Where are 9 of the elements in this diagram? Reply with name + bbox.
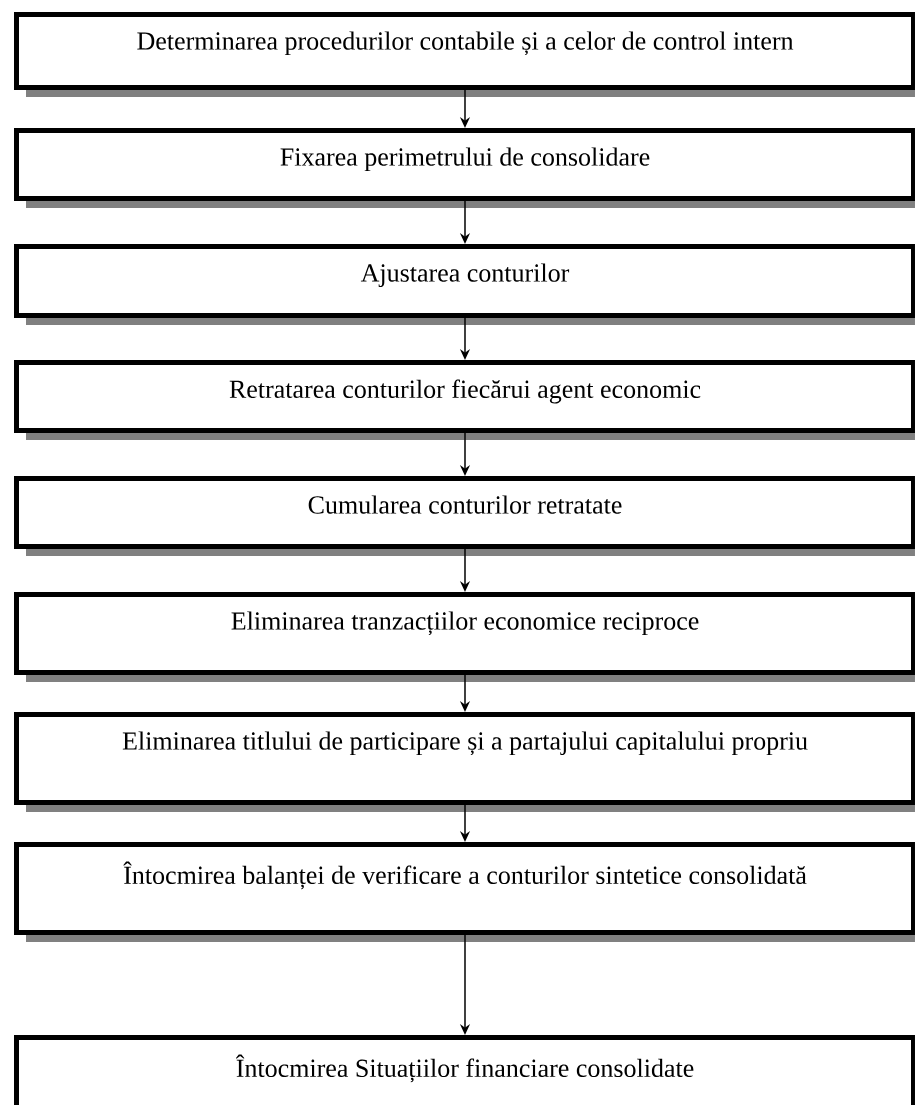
process-box: Întocmirea Situațiilor financiare consolidate <box>14 1035 915 1105</box>
process-box: Eliminarea tranzacțiilor economice reciproce <box>14 592 915 682</box>
process-box: Determinarea procedurilor contabile și a celor de control intern <box>14 12 915 97</box>
process-box: Întocmirea balanței de verificare a conturilor sintetice consolidată <box>14 842 915 942</box>
process-box: Eliminarea titlului de participare și a partajului capitalului propriu <box>14 712 915 812</box>
process-box: Ajustarea conturilor <box>14 244 915 325</box>
process-box: Retratarea conturilor fiecărui agent economic <box>14 360 915 440</box>
process-box: Fixarea perimetrului de consolidare <box>14 128 915 208</box>
process-box: Cumularea conturilor retratate <box>14 476 915 556</box>
